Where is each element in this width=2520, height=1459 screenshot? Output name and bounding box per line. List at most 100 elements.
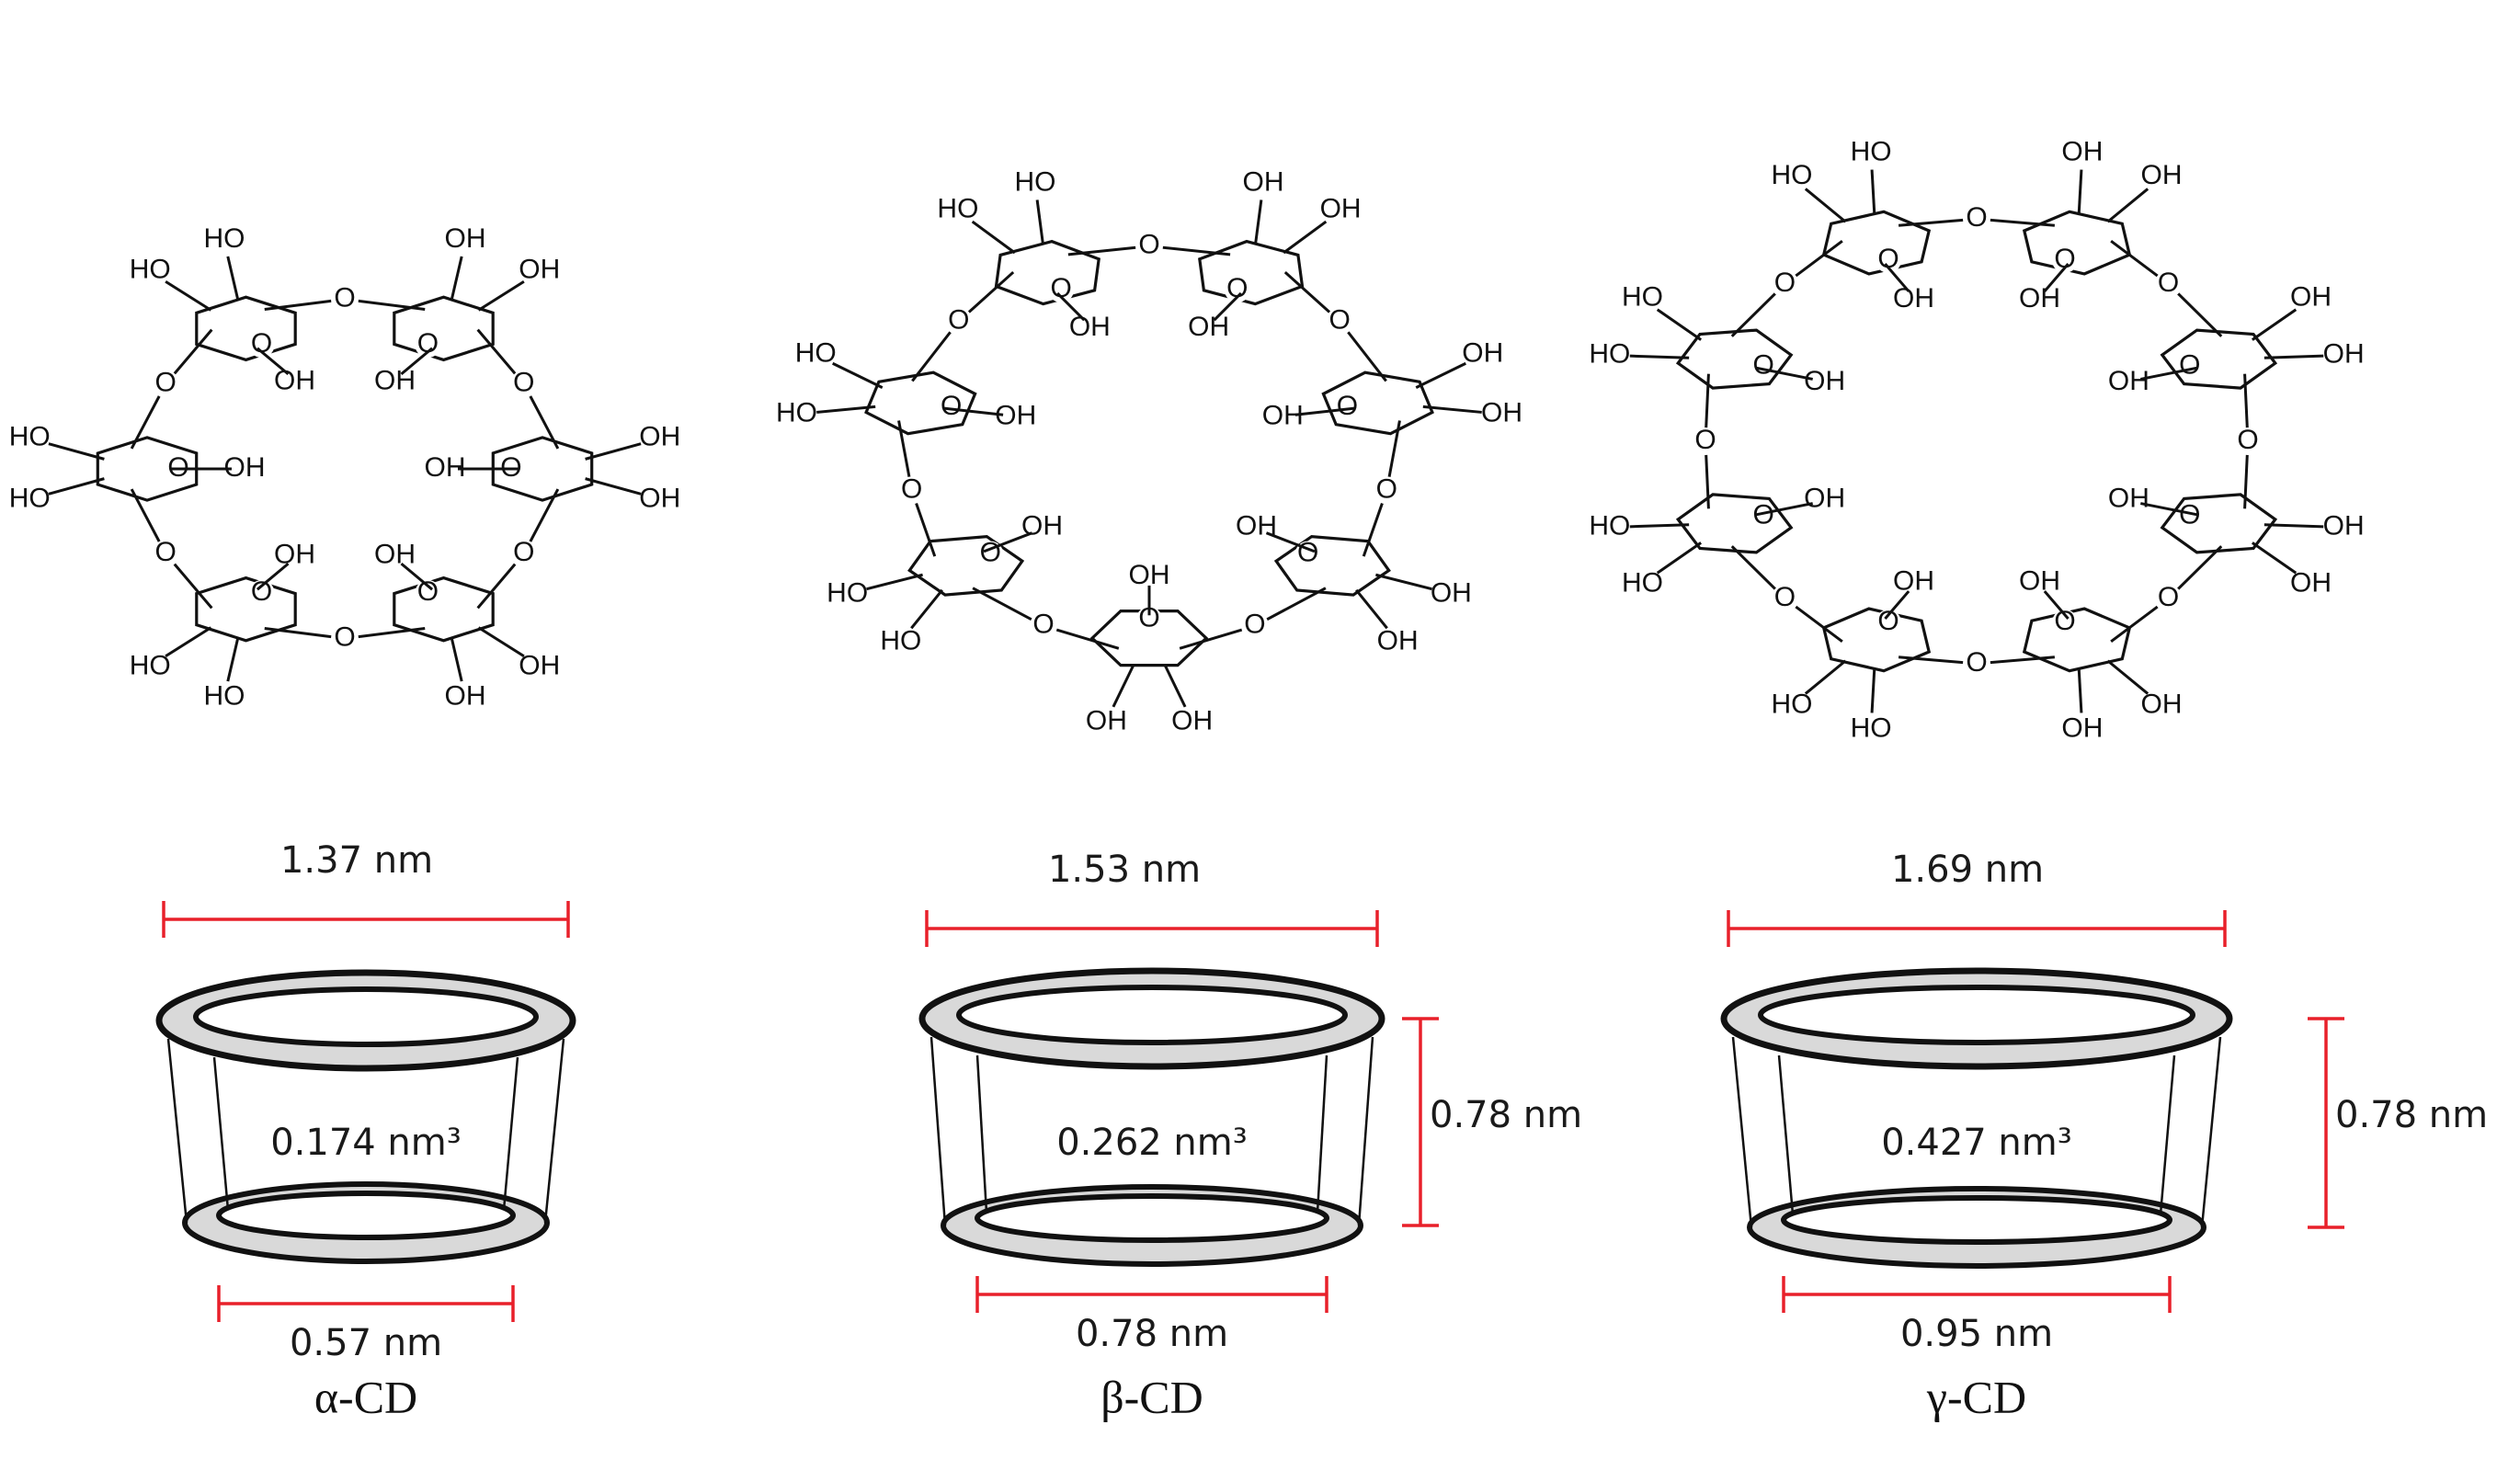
ring-oxygen-mask — [1334, 394, 1361, 421]
ring-oxygen-label: O — [2054, 606, 2075, 636]
cone-wall — [502, 1056, 519, 1211]
hydroxyl-label: HO — [1771, 690, 1812, 720]
ch2oh-bond — [1213, 291, 1242, 322]
hydroxyl-label: OH — [1069, 312, 1111, 342]
hydroxyl-label: OH — [1462, 337, 1503, 368]
ring-oxygen-label: O — [1297, 538, 1318, 568]
hydroxyl-label: HO — [827, 577, 868, 608]
glucose-ring — [1273, 534, 1391, 597]
hydroxyl-bond — [450, 636, 463, 682]
hydroxyl-bond — [2263, 523, 2324, 529]
hydroxyl-label: OH — [2019, 566, 2060, 597]
glycosidic-oxygen-mask — [1963, 205, 1990, 234]
glucose-ring — [1675, 328, 1794, 390]
glycosidic-oxygen-label: O — [513, 368, 534, 398]
glucose-ring — [1821, 607, 1932, 673]
hydroxyl-bond — [48, 477, 105, 496]
glycosidic-oxygen-mask — [331, 285, 359, 313]
glucose-ring — [96, 436, 199, 502]
glycosidic-oxygen-label: O — [1138, 230, 1159, 260]
ring-oxygen-label: O — [417, 576, 439, 607]
ch2oh-bond — [2043, 263, 2070, 292]
hydroxyl-bond — [165, 626, 212, 658]
glucose-ring — [393, 295, 495, 362]
hydroxyl-label: OH — [1243, 166, 1284, 197]
glycosidic-oxygen-label: O — [1376, 473, 1397, 504]
glycosidic-oxygen-label: O — [154, 537, 176, 567]
hydroxyl-bond — [2106, 188, 2149, 223]
glycosidic-oxygen-label: O — [1244, 610, 1265, 640]
hydroxyl-label: OH — [2108, 366, 2149, 396]
ring-oxygen-mask — [1224, 277, 1250, 303]
cone-wall — [543, 1038, 565, 1224]
hydroxyl-bond — [866, 573, 923, 591]
hydroxyl-label: OH — [639, 483, 680, 513]
hydroxyl-label: HO — [1589, 338, 1630, 369]
hydroxyl-label: OH — [2290, 567, 2332, 598]
glucose-ring — [907, 534, 1025, 597]
hydroxyl-label: OH — [2108, 484, 2149, 514]
hydroxyl-label: OH — [374, 539, 416, 569]
ring-oxygen-label: O — [417, 328, 439, 359]
ring-oxygen-label: O — [251, 576, 272, 607]
hydroxyl-bond — [1254, 199, 1263, 245]
hydroxyl-label: HO — [130, 650, 171, 680]
ch2oh-bond — [1755, 366, 1813, 381]
ring-oxygen-label: O — [2054, 244, 2075, 274]
hydroxyl-label: HO — [9, 483, 51, 513]
hydroxyl-label: OH — [2019, 283, 2060, 313]
hydroxyl-bond — [1656, 308, 1703, 341]
ch2oh-bond — [400, 562, 434, 591]
glycosidic-oxygen-mask — [2154, 585, 2183, 613]
hydroxyl-bond — [971, 220, 1016, 255]
hydroxyl-label: OH — [1377, 626, 1419, 656]
cone-wall — [1357, 1036, 1374, 1226]
ring-oxygen-mask — [1136, 606, 1162, 633]
ring-oxygen-label: O — [2179, 349, 2200, 380]
cone-wall — [212, 1056, 230, 1211]
hydroxyl-bond — [832, 361, 884, 389]
hydroxyl-label: OH — [224, 452, 266, 483]
top-rim-inner — [956, 985, 1348, 1045]
ring-oxygen-mask — [2176, 503, 2203, 530]
ring-oxygen-label: O — [1877, 606, 1899, 636]
cone-wall — [1731, 1036, 1753, 1228]
ch2oh-bond — [256, 347, 290, 376]
cone-wall — [975, 1054, 988, 1214]
ring-oxygen-mask — [938, 394, 964, 421]
hydroxyl-bond — [1112, 664, 1135, 708]
hydroxyl-label: HO — [130, 255, 171, 285]
hydroxyl-label: OH — [2323, 338, 2365, 369]
hydroxyl-label: HO — [776, 398, 817, 428]
cavity-volume-label: 0.427 nm³ — [1881, 1122, 2072, 1164]
ring-oxygen-mask — [1875, 246, 1901, 273]
glycosidic-oxygen-mask — [1963, 649, 1990, 678]
ring-oxygen-label: O — [500, 452, 521, 483]
glycosidic-oxygen-mask — [1771, 585, 1799, 613]
hydroxyl-label: OH — [639, 421, 680, 451]
bottom-rim-inner — [1781, 1195, 2172, 1245]
hydroxyl-bond — [816, 405, 876, 414]
glucose-ring — [491, 436, 594, 502]
hydroxyl-bond — [165, 279, 212, 312]
ring-oxygen-label: O — [1050, 273, 1071, 303]
ring-oxygen-label: O — [251, 328, 272, 359]
hydroxyl-bond — [1804, 188, 1847, 223]
hydroxyl-label: OH — [444, 223, 485, 254]
hydroxyl-label: OH — [2061, 712, 2103, 743]
glycosidic-oxygen-label: O — [1774, 582, 1796, 612]
top-rim-inner — [1758, 985, 2195, 1045]
hydroxyl-label: HO — [1622, 281, 1663, 312]
hydroxyl-label: HO — [204, 223, 245, 254]
bottom-diameter-label: 0.57 nm — [290, 1322, 442, 1364]
hydroxyl-label: OH — [1236, 510, 1277, 541]
hydroxyl-bond — [1629, 523, 1690, 529]
ch2oh-bond — [1884, 590, 1910, 620]
ring-oxygen-label: O — [1877, 244, 1899, 274]
glucose-ring — [1321, 370, 1434, 436]
cone-wall — [1777, 1054, 1795, 1215]
ch2oh-bond — [2140, 366, 2198, 381]
ring-oxygen-mask — [1875, 610, 1901, 636]
ring-oxygen-mask — [1750, 353, 1777, 380]
